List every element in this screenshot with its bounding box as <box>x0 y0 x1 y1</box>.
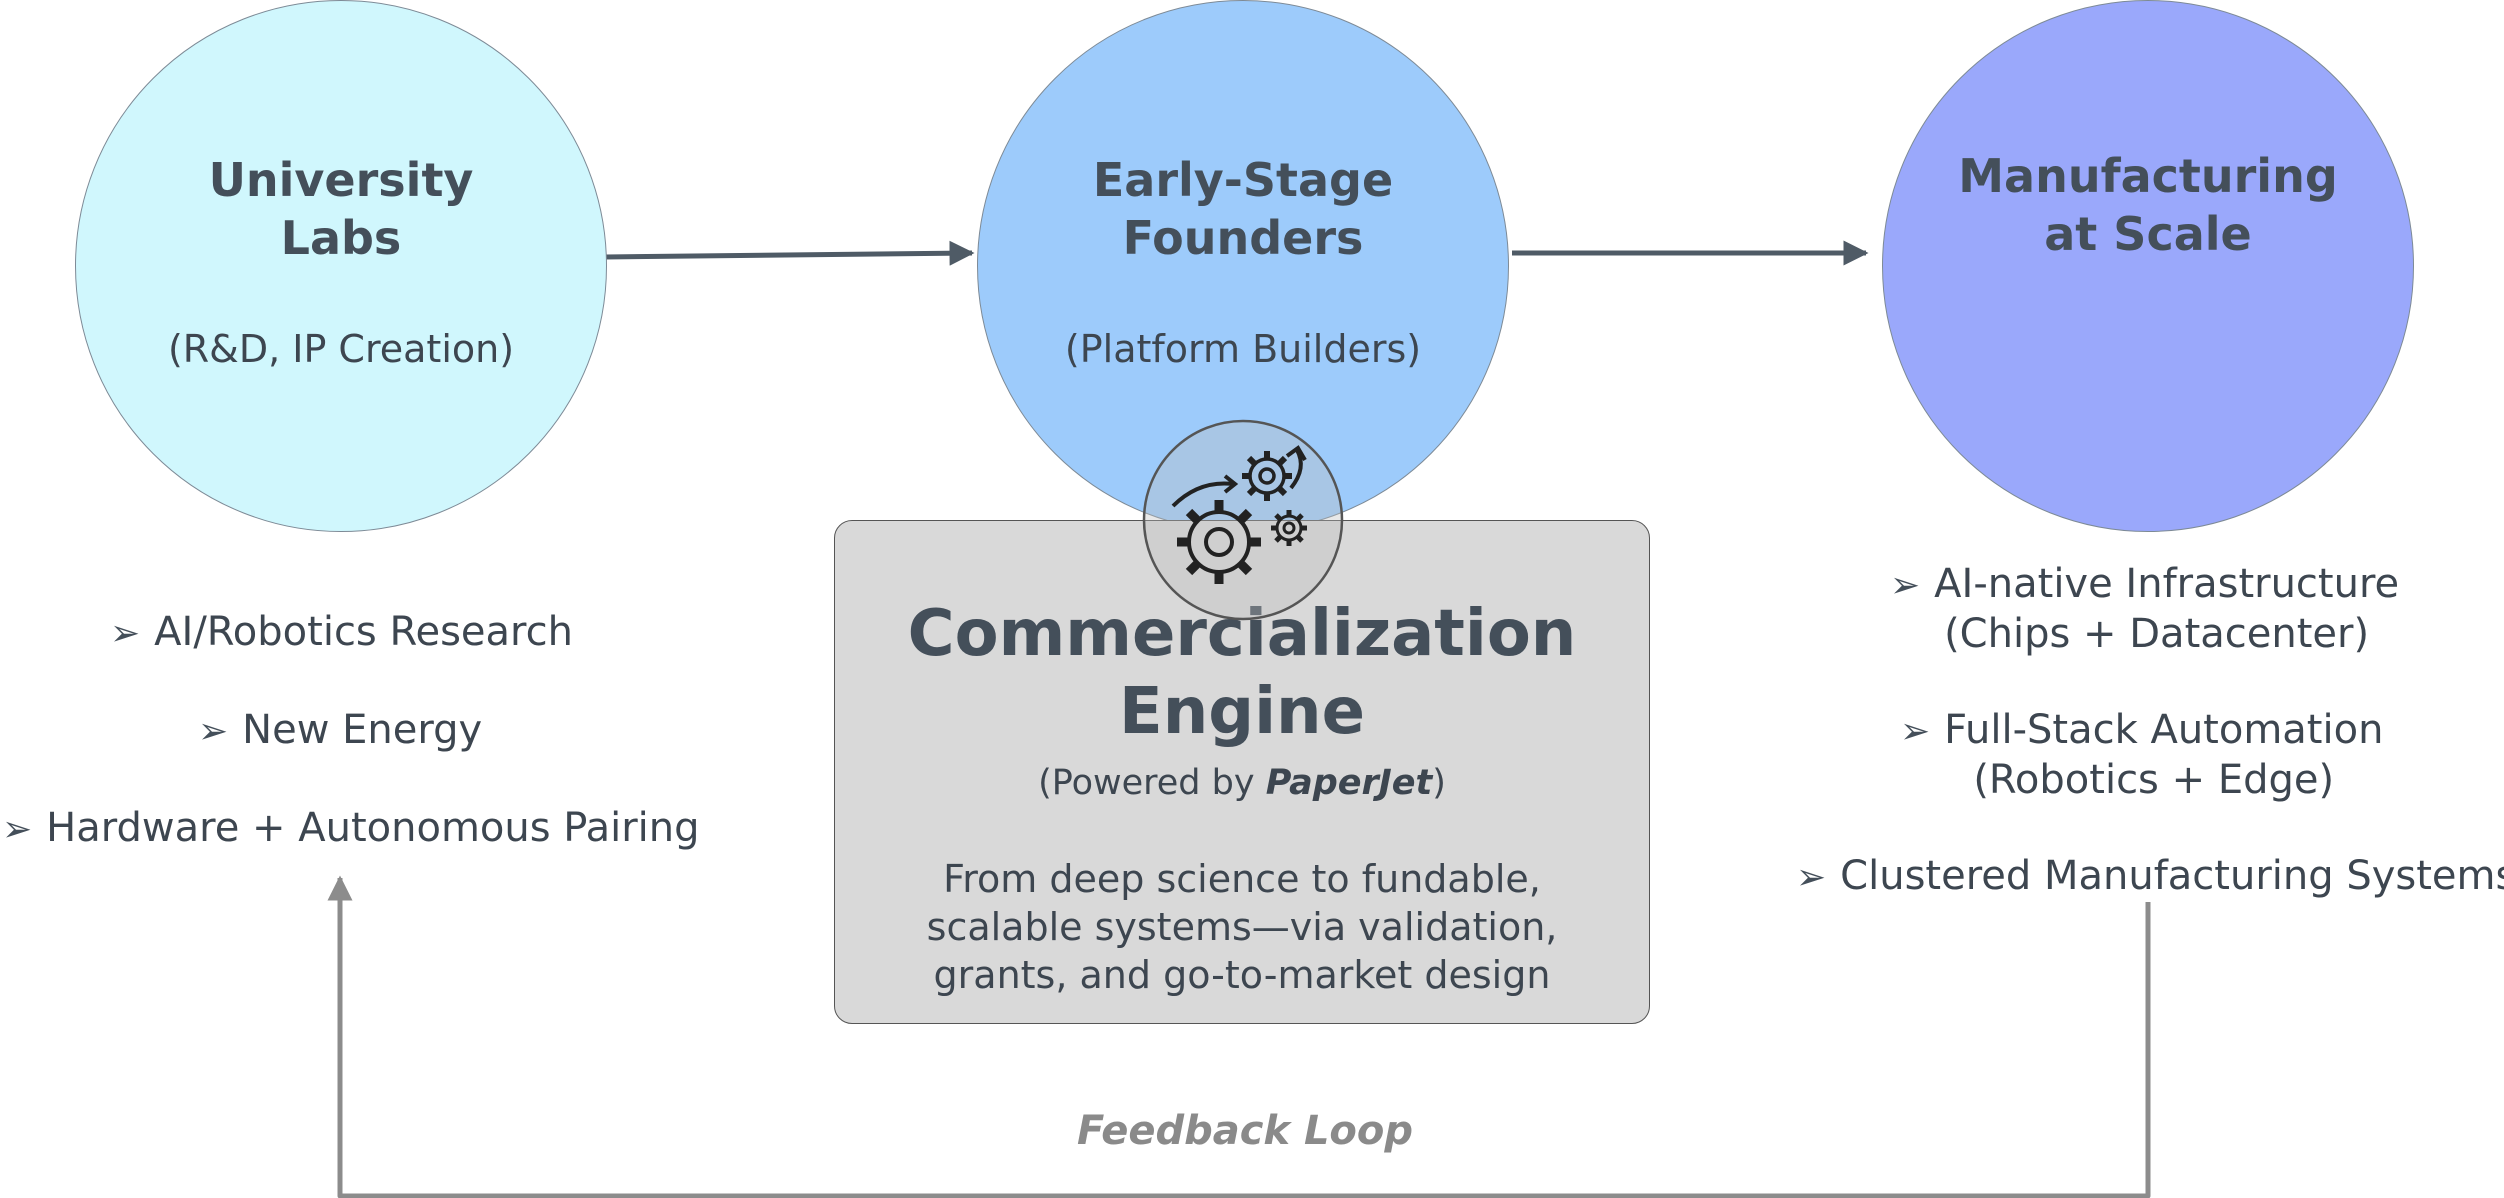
powered-brand: PaperJet <box>1265 763 1433 803</box>
bullet-text: Clustered Manufacturing Systems <box>1840 853 2504 899</box>
engine-description: From deep science to fundable, scalable … <box>835 855 1649 999</box>
bullet-text: Hardware + Autonomous Pairing <box>46 805 700 851</box>
engine-desc-line2: scalable systems—via validation, <box>926 905 1558 949</box>
university-bullet-hardware: ➢ Hardware + Autonomous Pairing <box>2 804 700 854</box>
manufacturing-at-scale-node: Manufacturing at Scale <box>1882 0 2414 532</box>
bullet-arrow-icon: ➢ <box>2 809 33 850</box>
bullet-arrow-icon: ➢ <box>1900 711 1931 752</box>
university-bullet-new-energy: ➢ New Energy <box>198 706 482 756</box>
commercialization-engine-box: Commercialization Engine (Powered by Pap… <box>834 520 1650 1024</box>
arrow-university-to-founders <box>604 240 975 266</box>
founders-subtitle: (Platform Builders) <box>1064 327 1422 371</box>
founders-title-line2: Founders <box>1122 211 1364 265</box>
manufacturing-title-line2: at Scale <box>2044 207 2252 261</box>
founders-title-line1: Early-Stage <box>1092 153 1394 207</box>
manufacturing-bullet-clustered: ➢ Clustered Manufacturing Systems <box>1796 852 2504 902</box>
university-labs-subtitle: (R&D, IP Creation) <box>167 327 515 371</box>
powered-prefix: (Powered by <box>1038 763 1266 803</box>
university-title-line1: University <box>208 153 474 207</box>
manufacturing-bullet-infrastructure: ➢ AI-native Infrastructure (Chips + Datac… <box>1890 560 2399 658</box>
engine-title-line2: Engine <box>1119 675 1365 749</box>
founders-title: Early-Stage Founders <box>978 151 1508 267</box>
feedback-loop-label: Feedback Loop <box>1076 1108 1414 1154</box>
university-bullet-ai-robotics: ➢ AI/Robotics Research <box>110 608 573 658</box>
bullet-text: Full-Stack Automation <box>1944 707 2384 753</box>
university-labs-title: University Labs <box>76 151 606 267</box>
university-title-line2: Labs <box>280 211 402 265</box>
gears-icon <box>1142 419 1344 621</box>
engine-title: Commercialization Engine <box>835 595 1649 751</box>
engine-desc-line3: grants, and go-to-market design <box>933 953 1551 997</box>
manufacturing-title: Manufacturing at Scale <box>1883 147 2413 263</box>
manufacturing-bullet-automation: ➢ Full-Stack Automation (Robotics + Edge) <box>1900 706 2383 804</box>
engine-powered-by: (Powered by PaperJet) <box>835 763 1649 803</box>
bullet-text: AI-native Infrastructure <box>1934 561 2400 607</box>
early-stage-founders-node: Early-Stage Founders (Platform Builders) <box>977 0 1509 532</box>
feedback-loop-arrow <box>327 875 2151 1198</box>
bullet-subtext: (Chips + Datacenter) <box>1944 611 2370 657</box>
bullet-arrow-icon: ➢ <box>110 613 141 654</box>
bullet-text: AI/Robotics Research <box>154 609 573 655</box>
engine-title-line1: Commercialization <box>907 597 1577 671</box>
university-labs-node: University Labs (R&D, IP Creation) <box>75 0 607 532</box>
engine-desc-line1: From deep science to fundable, <box>943 857 1541 901</box>
bullet-text: New Energy <box>242 707 483 753</box>
bullet-subtext: (Robotics + Edge) <box>1973 757 2335 803</box>
manufacturing-title-line1: Manufacturing <box>1958 149 2338 203</box>
bullet-arrow-icon: ➢ <box>1890 565 1921 606</box>
bullet-arrow-icon: ➢ <box>198 711 229 752</box>
bullet-arrow-icon: ➢ <box>1796 857 1827 898</box>
powered-suffix: ) <box>1432 763 1446 803</box>
